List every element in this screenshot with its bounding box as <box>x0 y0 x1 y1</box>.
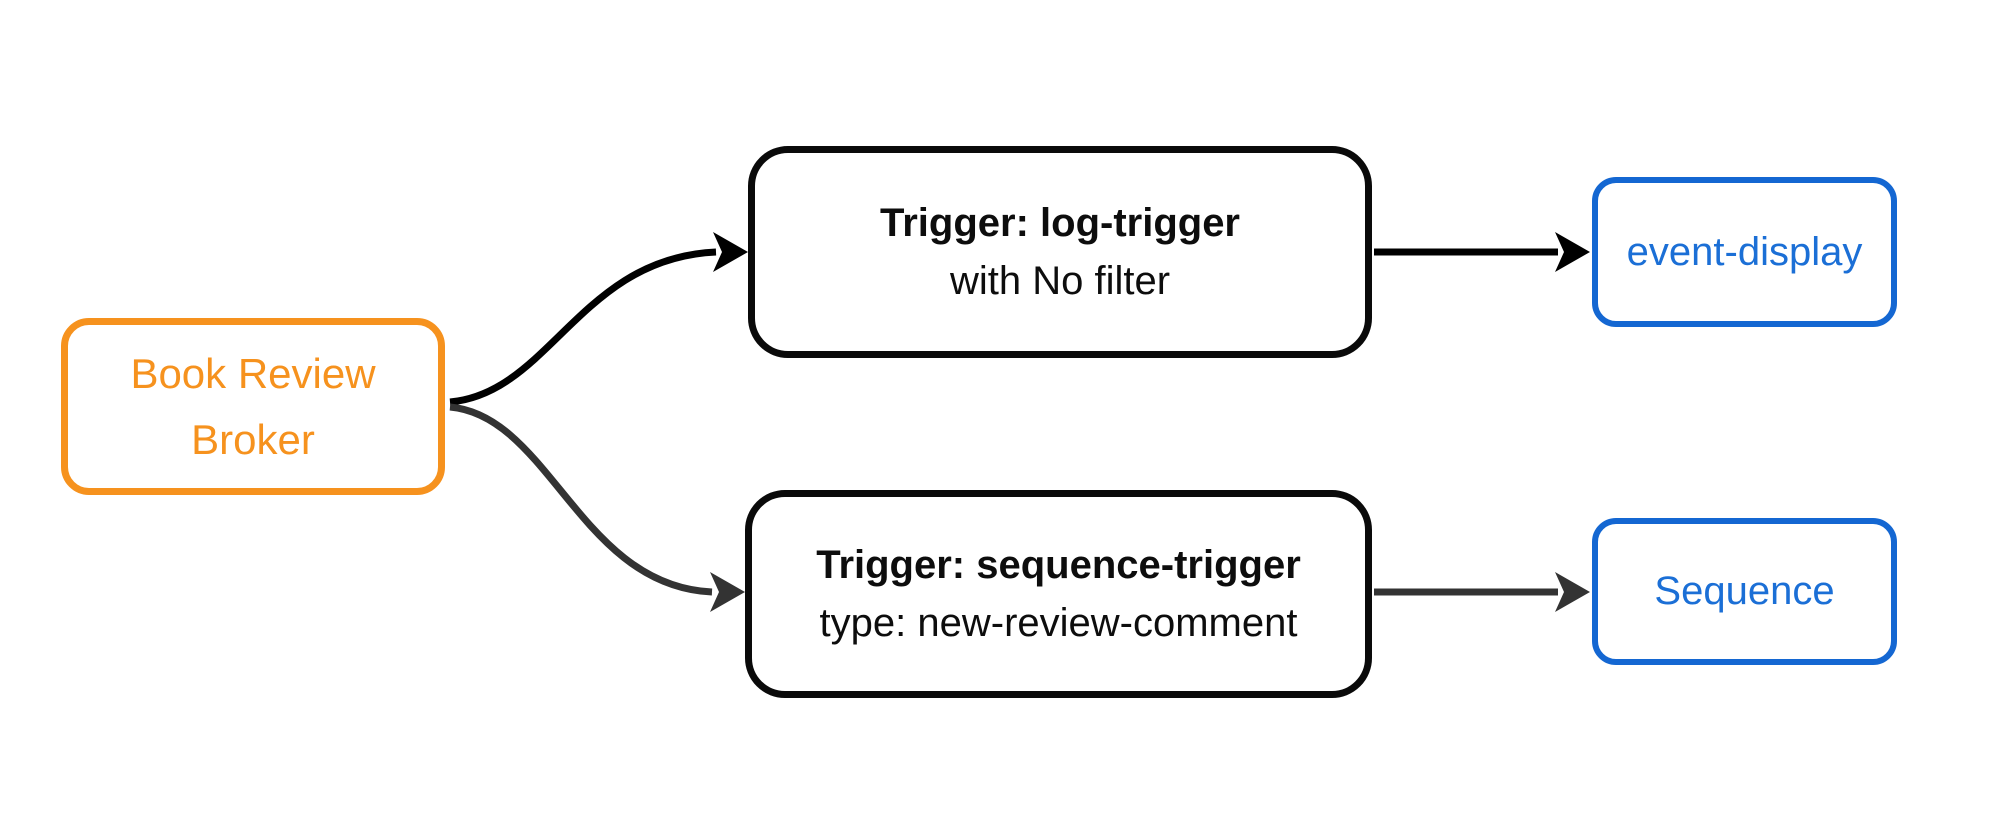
node-log-trigger-subtitle: with No filter <box>949 259 1171 303</box>
node-log-trigger: Trigger: log-trigger with No filter <box>748 146 1372 358</box>
node-log-trigger-title: Trigger: log-trigger <box>880 201 1240 245</box>
arrowhead-log-trigger <box>713 232 748 272</box>
node-book-review-broker: Book Review Broker <box>61 318 445 495</box>
node-sequence-label: Sequence <box>1654 569 1835 613</box>
arrowhead-event-display <box>1555 232 1590 272</box>
node-sequence: Sequence <box>1592 518 1897 665</box>
arrowhead-sequence <box>1555 572 1590 612</box>
edge-broker-to-sequence-trigger <box>449 403 713 596</box>
arrowhead-sequence-trigger <box>710 572 745 612</box>
node-book-review-broker-label: Book Review Broker <box>130 350 376 463</box>
node-event-display-label: event-display <box>1626 229 1863 274</box>
node-sequence-trigger: Trigger: sequence-trigger type: new-revi… <box>745 490 1372 698</box>
node-event-display: event-display <box>1592 177 1897 327</box>
node-sequence-trigger-subtitle: type: new-review-comment <box>819 601 1298 645</box>
node-sequence-trigger-title: Trigger: sequence-trigger <box>816 543 1301 587</box>
edge-broker-to-log-trigger <box>449 248 717 406</box>
